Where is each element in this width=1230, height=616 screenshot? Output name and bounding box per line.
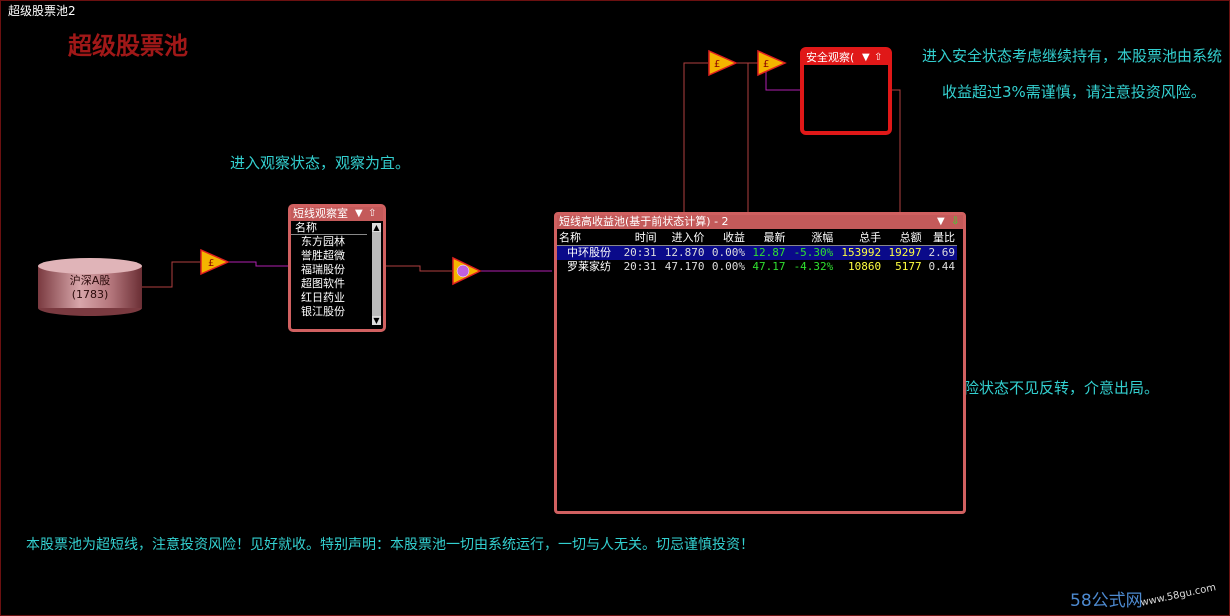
watch-list-item[interactable]: 银江股份 <box>301 305 345 318</box>
pool-column-header[interactable]: 名称 <box>557 229 619 246</box>
pool-table: 名称时间进入价收益最新涨幅总手总额量比 中环股份 20:31 12.870 0.00%… <box>557 229 957 274</box>
pool-title: 短线高收益池(基于前状态计算) - 2 <box>559 215 729 228</box>
cell-name: 中环股份 <box>567 246 611 259</box>
safe-header[interactable]: 安全观察( ▼ ⇧ <box>804 51 888 65</box>
arrow-up-icon[interactable]: ⇧ <box>368 208 377 219</box>
dropdown-icon[interactable]: ▼ <box>355 208 363 219</box>
cell-profit: 0.00% <box>711 246 745 259</box>
watch-column-header[interactable]: 名称 <box>291 221 367 235</box>
watch-list-item[interactable]: 东方园林 <box>301 235 345 248</box>
filter-node-3[interactable] <box>452 256 482 286</box>
wire-filter1-watch <box>224 261 288 267</box>
source-name: 沪深A股 <box>69 274 111 287</box>
filter-symbol: £ <box>763 59 769 70</box>
wire-source-filter1 <box>142 261 200 288</box>
page-title: 超级股票池 <box>68 31 188 60</box>
cell-amount: 19297 <box>888 246 922 259</box>
table-row[interactable]: 中环股份 20:31 12.870 0.00% 12.87 -5.30% 153992 192… <box>557 245 957 260</box>
filter-node-1[interactable]: £ <box>200 248 230 276</box>
footer-disclaimer: 本股票池为超短线，注意投资风险！见好就收。特别声明：本股票池一切由系统运行，一切… <box>26 537 754 553</box>
wire-watch-filter3 <box>380 265 452 272</box>
high-yield-pool-panel[interactable]: 短线高收益池(基于前状态计算) - 2 ▼ ⇩ 名称时间进入价收益最新涨幅总手总… <box>554 212 966 514</box>
filter-node-4[interactable]: £ <box>708 49 738 77</box>
cell-latest: 12.87 <box>752 246 786 259</box>
pool-column-header[interactable]: 时间 <box>618 229 659 246</box>
wire-filter5-safe <box>765 66 800 91</box>
cell-amount: 5177 <box>895 260 922 273</box>
cell-time: 20:31 <box>623 246 657 259</box>
pool-column-header[interactable]: 最新 <box>747 229 788 246</box>
pool-column-header[interactable]: 涨幅 <box>787 229 836 246</box>
filter-symbol: £ <box>714 59 720 70</box>
cell-volume: 10860 <box>847 260 882 273</box>
cell-volume: 153992 <box>841 246 882 259</box>
dropdown-icon[interactable]: ▼ <box>862 52 870 63</box>
scroll-down-icon[interactable]: ▼ <box>372 316 381 325</box>
arrow-up-icon[interactable]: ⇧ <box>874 52 883 63</box>
watch-list-item[interactable]: 誉胜超微 <box>301 249 345 262</box>
cell-name: 罗莱家纺 <box>567 260 611 273</box>
filter-node-5[interactable]: £ <box>757 49 787 77</box>
watch-list-item[interactable]: 超图软件 <box>301 277 345 290</box>
table-row[interactable]: 罗莱家纺 20:31 47.170 0.00% 47.17 -4.32% 10860 5177… <box>557 260 957 274</box>
watch-list-item[interactable]: 红日药业 <box>301 291 345 304</box>
cell-ratio: 0.44 <box>928 260 956 273</box>
watch-room-header[interactable]: 短线观察室 ▼ ⇧ <box>291 207 383 221</box>
merge-icon <box>456 264 470 278</box>
safe-watch-panel[interactable]: 安全观察( ▼ ⇧ <box>800 47 892 135</box>
pool-column-header[interactable]: 进入价 <box>658 229 707 246</box>
cell-ratio: 2.69 <box>928 246 956 259</box>
pool-column-header[interactable]: 总手 <box>835 229 884 246</box>
cell-change: -4.32% <box>793 260 834 273</box>
dropdown-icon[interactable]: ▼ <box>937 216 945 227</box>
cell-latest: 47.17 <box>752 260 786 273</box>
pool-header[interactable]: 短线高收益池(基于前状态计算) - 2 ▼ ⇩ <box>557 215 963 229</box>
watch-room-panel[interactable]: 短线观察室 ▼ ⇧ 名称 东方园林誉胜超微福瑞股份超图软件红日药业银江股份 ▲ … <box>288 204 386 332</box>
window-title: 超级股票池2 <box>8 4 76 18</box>
cell-time: 20:31 <box>623 260 657 273</box>
scroll-up-icon[interactable]: ▲ <box>372 223 381 232</box>
pool-column-header[interactable]: 总额 <box>883 229 924 246</box>
pool-column-header[interactable]: 收益 <box>706 229 747 246</box>
pool-column-header[interactable]: 量比 <box>923 229 957 246</box>
observe-note: 进入观察状态，观察为宜。 <box>230 154 411 172</box>
wire-pool-filter4 <box>683 62 708 212</box>
watch-list-item[interactable]: 福瑞股份 <box>301 263 345 276</box>
wire-pool-filter5 <box>747 62 758 212</box>
cell-profit: 0.00% <box>711 260 745 273</box>
source-count: (1783) <box>71 288 109 301</box>
cell-entry: 47.170 <box>664 260 705 273</box>
safe-note-line2: 收益超过3%需谨慎，请注意投资风险。 <box>942 83 1206 101</box>
filter-symbol: £ <box>208 258 214 269</box>
watermark-brand: 58公式网 <box>1070 591 1143 611</box>
cell-change: -5.30% <box>793 246 834 259</box>
cell-entry: 12.870 <box>664 246 705 259</box>
safe-title: 安全观察( <box>806 51 855 64</box>
source-database-node[interactable]: 沪深A股 (1783) <box>38 258 142 316</box>
arrow-down-icon[interactable]: ⇩ <box>951 216 960 227</box>
watch-room-title: 短线观察室 <box>293 207 348 220</box>
risk-note: 险状态不见反转，介意出局。 <box>964 379 1160 397</box>
safe-note-line1: 进入安全状态考虑继续持有，本股票池由系统 <box>922 47 1223 65</box>
watch-scrollbar[interactable]: ▲ ▼ <box>372 223 381 325</box>
